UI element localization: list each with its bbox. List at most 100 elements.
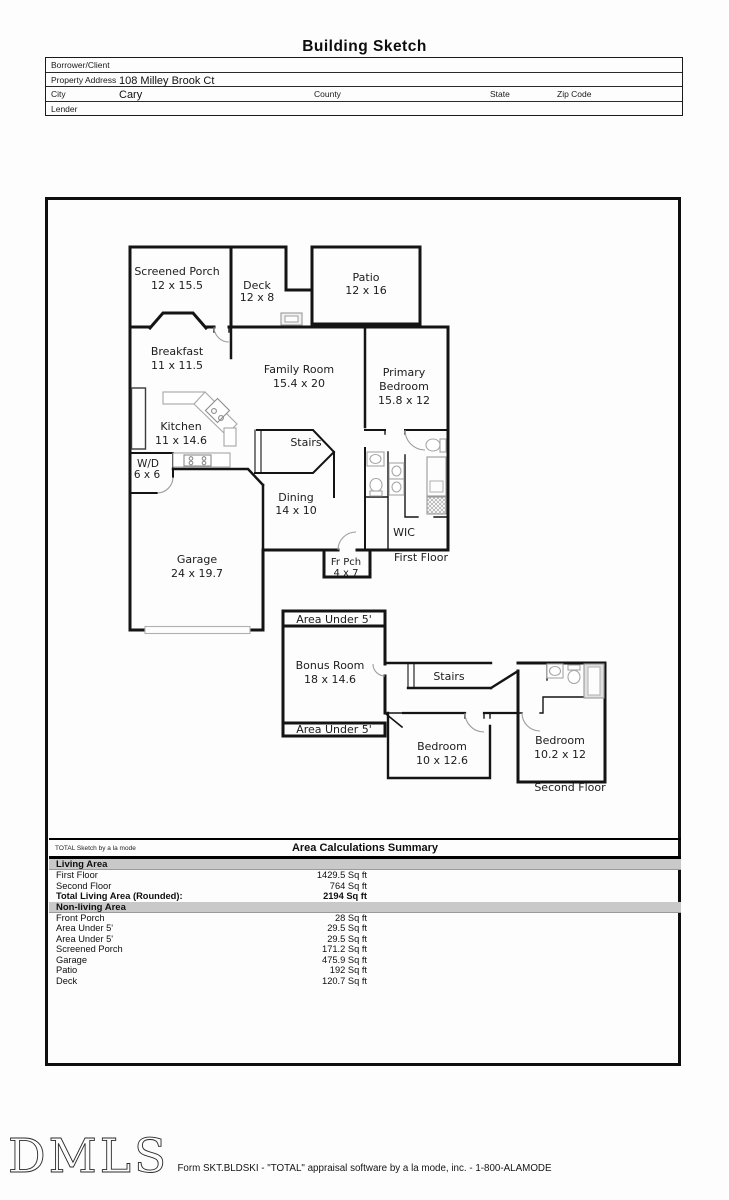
table-row: Area Under 5' 29.5 Sq ft xyxy=(56,933,367,944)
svg-text:12 x 16: 12 x 16 xyxy=(345,284,387,297)
table-row: Second Floor 764 Sq ft xyxy=(56,880,367,891)
label-garage: Garage xyxy=(177,553,218,566)
shower-pan xyxy=(426,496,447,515)
form-row-borrower: Borrower/Client xyxy=(46,58,682,73)
svg-text:6 x 6: 6 x 6 xyxy=(134,469,161,481)
toilet xyxy=(369,477,383,493)
table-row: Front Porch 28 Sq ft xyxy=(56,912,367,923)
city-value: Cary xyxy=(119,89,143,101)
total-sketch-brand: TOTAL Sketch by a la mode xyxy=(55,845,136,852)
room-labels: Screened Porch 12 x 15.5 Deck 12 x 8 Pat… xyxy=(134,265,606,794)
screened-porch-walls xyxy=(128,245,233,330)
area-under5-top-box xyxy=(281,609,387,628)
label-bedroom-1: Bedroom xyxy=(417,740,467,753)
front-porch-walls xyxy=(322,548,372,579)
label-screened-porch: Screened Porch xyxy=(134,265,219,278)
borrower-label: Borrower/Client xyxy=(51,60,110,70)
label-family-room: Family Room xyxy=(264,363,334,376)
form-row-lender: Lender xyxy=(46,102,682,116)
second-floor-door-arcs xyxy=(372,663,541,733)
label-area-under5-top: Area Under 5' xyxy=(296,613,372,626)
second-floor-fixtures xyxy=(546,663,605,699)
table-row: First Floor 1429.5 Sq ft xyxy=(56,870,367,880)
svg-text:18 x 14.6: 18 x 14.6 xyxy=(304,673,356,686)
wd-door-arc xyxy=(156,476,174,494)
toilet-2 xyxy=(425,438,441,452)
living-area-header: Living Area xyxy=(49,859,681,870)
label-bedroom-2: Bedroom xyxy=(535,734,585,747)
property-address-value: 108 Milley Brook Ct xyxy=(119,74,215,87)
patio-walls xyxy=(310,245,422,326)
label-area-under5-bottom: Area Under 5' xyxy=(296,723,372,736)
county-label: County xyxy=(314,89,341,99)
table-row: Screened Porch 171.2 Sq ft xyxy=(56,944,367,954)
svg-text:14 x 10: 14 x 10 xyxy=(275,504,317,517)
label-deck: Deck xyxy=(243,279,271,292)
table-row: Deck 120.7 Sq ft xyxy=(56,975,367,986)
svg-text:15.8 x 12: 15.8 x 12 xyxy=(378,394,430,407)
bedroom2-door-arc xyxy=(521,712,541,732)
property-id-form: Borrower/Client Property Address 108 Mil… xyxy=(45,57,683,116)
property-address-label: Property Address xyxy=(51,74,117,85)
form-row-city: City Cary County State Zip Code xyxy=(46,87,682,102)
svg-text:4 x 7: 4 x 7 xyxy=(334,568,359,579)
summary-header: TOTAL Sketch by a la mode Area Calculati… xyxy=(49,840,681,859)
label-stairs-2: Stairs xyxy=(433,670,465,683)
first-floor-fixtures xyxy=(130,312,447,635)
primary-door-arc xyxy=(404,429,426,451)
label-stairs-1: Stairs xyxy=(290,436,322,449)
label-second-floor: Second Floor xyxy=(534,781,606,794)
total-living-area-row: Total Living Area (Rounded): 2194 Sq ft xyxy=(56,891,367,901)
first-floor-door-arcs xyxy=(156,326,426,551)
svg-text:15.4 x 20: 15.4 x 20 xyxy=(273,377,325,390)
nonliving-area-header: Non-living Area xyxy=(49,901,681,913)
front-door-arc xyxy=(337,531,357,551)
second-floor-walls xyxy=(281,609,607,784)
svg-text:10.2 x 12: 10.2 x 12 xyxy=(534,748,586,761)
table-row: Area Under 5' 29.5 Sq ft xyxy=(56,923,367,933)
right-section-walls xyxy=(516,661,607,784)
label-breakfast: Breakfast xyxy=(151,345,204,358)
bath2-toilet xyxy=(567,669,581,685)
stairs-second-floor xyxy=(383,661,493,690)
label-wic: WIC xyxy=(393,526,415,539)
label-patio: Patio xyxy=(353,271,380,284)
label-front-porch: Fr Pch xyxy=(331,557,361,568)
bedroom1-door-arc xyxy=(464,712,485,733)
page-title: Building Sketch xyxy=(302,38,427,55)
label-wd: W/D xyxy=(137,458,159,470)
table-row: Garage 475.9 Sq ft xyxy=(56,954,367,965)
lender-label: Lender xyxy=(51,103,78,114)
porch-door-arc xyxy=(213,326,230,343)
svg-text:10 x 12.6: 10 x 12.6 xyxy=(416,754,468,767)
city-label: City xyxy=(51,89,66,99)
label-kitchen: Kitchen xyxy=(160,420,201,433)
bonus-door-arc xyxy=(372,663,386,677)
svg-text:11 x 14.6: 11 x 14.6 xyxy=(155,434,207,447)
table-row: Patio 192 Sq ft xyxy=(56,965,367,975)
svg-text:11 x 11.5: 11 x 11.5 xyxy=(151,359,203,372)
form-footer-text: Form SKT.BLDSKI - "TOTAL" appraisal soft… xyxy=(177,1163,552,1174)
zip-label: Zip Code xyxy=(557,89,592,99)
label-first-floor: First Floor xyxy=(394,551,448,564)
area-calculations-summary: TOTAL Sketch by a la mode Area Calculati… xyxy=(49,838,681,986)
area-under5-bottom-box xyxy=(281,721,387,738)
deck-walls xyxy=(229,245,314,292)
svg-text:Bedroom: Bedroom xyxy=(379,380,429,393)
range xyxy=(183,454,212,467)
state-label: State xyxy=(490,89,510,99)
svg-text:12 x 8: 12 x 8 xyxy=(240,291,275,304)
form-row-address: Property Address 108 Milley Brook Ct xyxy=(46,73,682,87)
label-primary-bedroom: Primary xyxy=(383,366,426,379)
summary-title: Area Calculations Summary xyxy=(291,842,439,854)
dmls-watermark: DMLS xyxy=(8,1129,169,1184)
porch-bay xyxy=(147,311,209,331)
label-dining: Dining xyxy=(278,491,314,504)
bedroom1-walls xyxy=(386,711,492,780)
garage-door xyxy=(144,625,251,635)
pantry xyxy=(130,387,147,450)
svg-text:12 x 15.5: 12 x 15.5 xyxy=(151,279,203,292)
svg-text:24 x 19.7: 24 x 19.7 xyxy=(171,567,223,580)
